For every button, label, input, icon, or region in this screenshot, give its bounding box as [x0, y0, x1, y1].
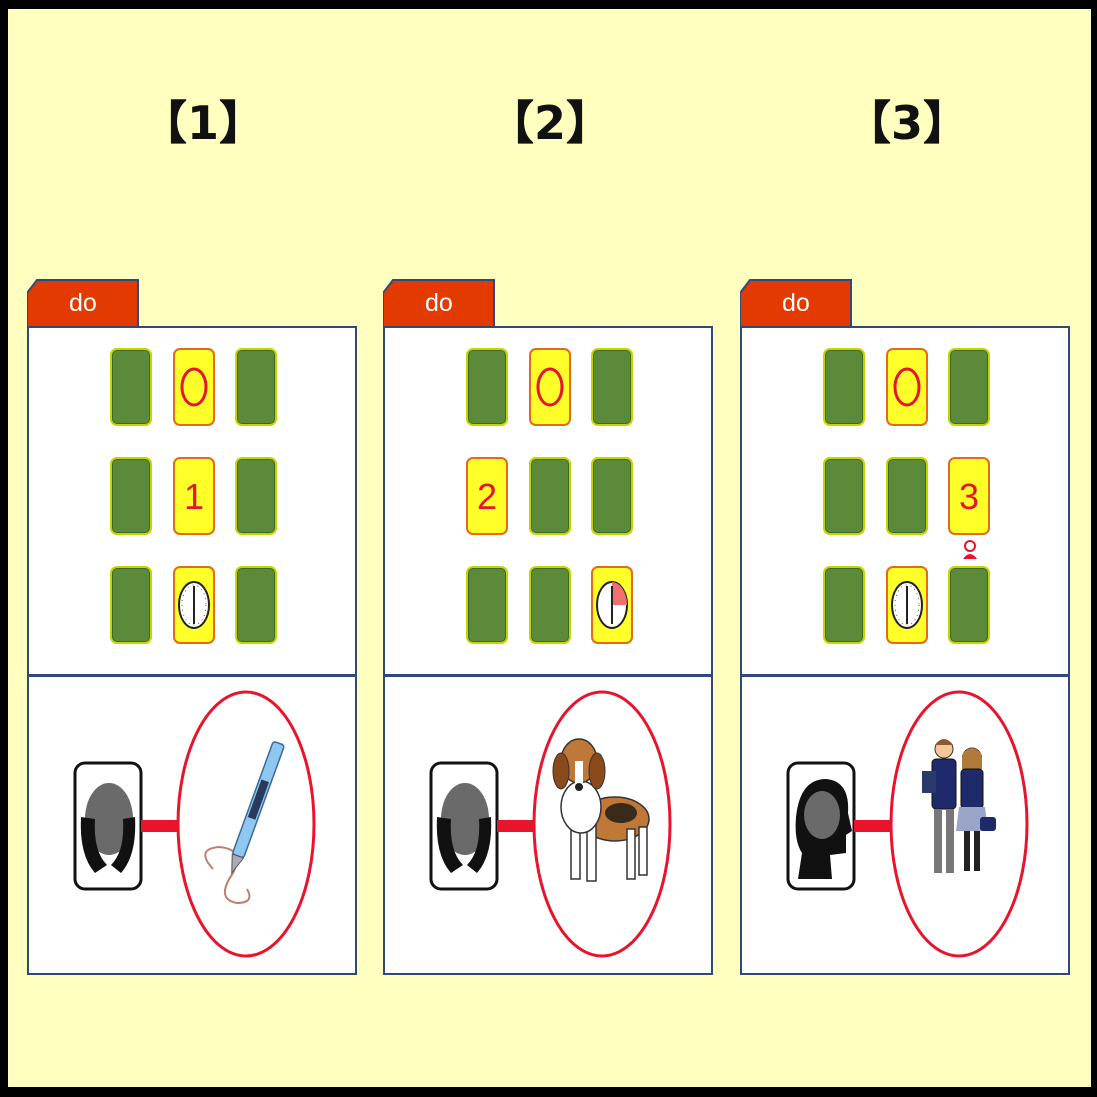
tile [948, 348, 990, 426]
panel-3-tab-label: do [782, 289, 810, 317]
tile [948, 566, 990, 644]
connector-line [497, 820, 537, 832]
panel-3-heading: 【3】 [845, 96, 970, 150]
tile [110, 348, 152, 426]
tile [886, 457, 928, 535]
panel-1-grid: 1 [27, 326, 357, 676]
tile [110, 457, 152, 535]
pen-drawing-icon [176, 690, 316, 958]
panel-2: do 2 [383, 279, 715, 976]
tile-clock [886, 566, 928, 644]
panel-1-heading: 【1】 [141, 96, 266, 150]
tile [235, 566, 277, 644]
tile [823, 348, 865, 426]
tile [110, 566, 152, 644]
panel-3-tab: do [740, 279, 852, 329]
panel-3: do 3 [740, 279, 1072, 976]
head-silhouette-icon [786, 761, 856, 891]
tile [823, 566, 865, 644]
tile [591, 457, 633, 535]
timer-icon [596, 581, 628, 629]
tile-number-label: 1 [183, 476, 205, 517]
beagle-dog-icon [532, 690, 672, 958]
tile-number: 2 [466, 457, 508, 535]
tile-number: 3 [948, 457, 990, 535]
panel-1: do 1 [27, 279, 359, 976]
tile-circle [529, 348, 571, 426]
hands-over-head-icon [429, 761, 499, 891]
panel-3-association [740, 675, 1070, 975]
hands-over-head-icon [73, 761, 143, 891]
clock-icon [891, 581, 923, 629]
panel-1-tab-label: do [69, 289, 97, 317]
canvas: 【1】 【2】 【3】 do 1 [8, 9, 1091, 1087]
person-marker-icon [963, 540, 977, 559]
tile [823, 457, 865, 535]
clock-icon [178, 581, 210, 629]
panel-2-tab-label: do [425, 289, 453, 317]
panel-2-association [383, 675, 713, 975]
panel-2-tab: do [383, 279, 495, 329]
tile [235, 348, 277, 426]
panel-1-tab: do [27, 279, 139, 329]
students-in-uniform-icon [889, 690, 1029, 958]
tile [235, 457, 277, 535]
connector-line [141, 820, 181, 832]
tile-circle [173, 348, 215, 426]
connector-line [854, 820, 894, 832]
tile [529, 566, 571, 644]
tile [591, 348, 633, 426]
panel-2-grid: 2 [383, 326, 713, 676]
panel-3-grid: 3 [740, 326, 1070, 676]
tile-circle [886, 348, 928, 426]
panel-2-heading: 【2】 [488, 96, 613, 150]
tile [466, 566, 508, 644]
tile-timer [591, 566, 633, 644]
tile [466, 348, 508, 426]
tile-clock [173, 566, 215, 644]
tile-number-label: 3 [958, 476, 980, 517]
panel-1-association [27, 675, 357, 975]
tile [529, 457, 571, 535]
tile-number: 1 [173, 457, 215, 535]
tile-number-label: 2 [476, 476, 498, 517]
